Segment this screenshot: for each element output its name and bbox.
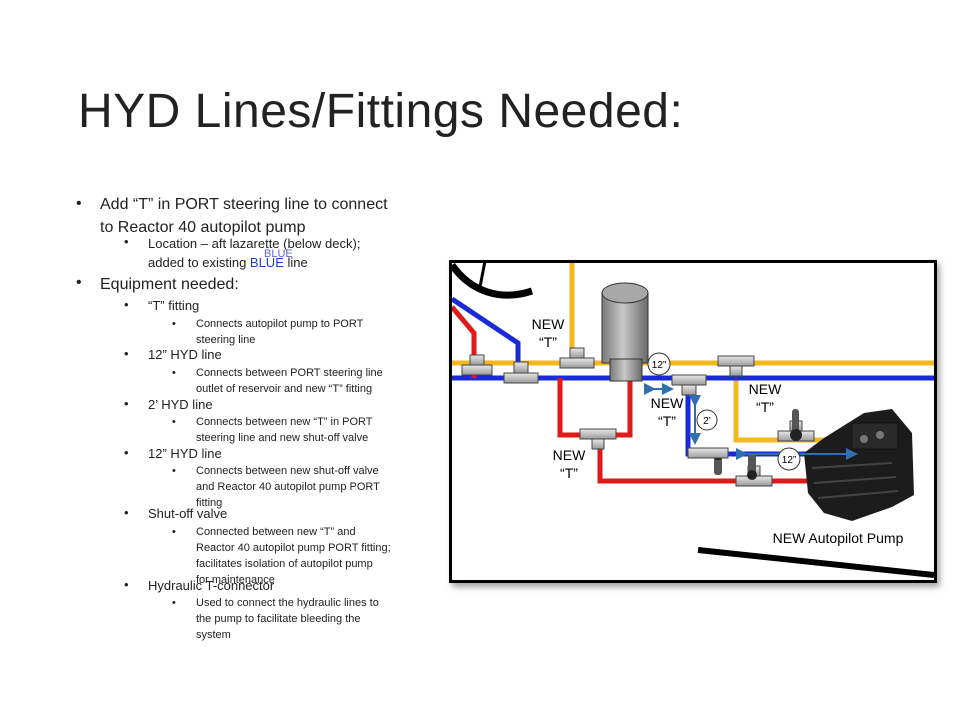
bullet-add-t-line1: Add “T” in PORT steering line to connect (100, 196, 388, 213)
dim-12-top-text: 12” (652, 360, 666, 371)
shutoff-valve (747, 453, 757, 480)
t-fitting (503, 361, 539, 384)
location-suffix: line (283, 255, 308, 270)
floor-line (697, 547, 934, 578)
dim-12-bottom-text: 12” (782, 455, 796, 466)
new-t-new: NEW (532, 316, 565, 332)
slide-title: HYD Lines/Fittings Needed: (78, 85, 684, 138)
item-desc-line: steering line (196, 334, 256, 346)
pump-label: NEW Autopilot Pump (773, 530, 904, 546)
item-desc-line: steering line and new shut-off valve (196, 432, 369, 444)
bullet-dot: • (124, 396, 129, 411)
blue-word: BLUE (249, 255, 284, 270)
bullet-dot: • (76, 274, 82, 291)
item-label: 12” HYD line (148, 446, 222, 461)
autopilot-pump (804, 409, 914, 521)
t-fitting (671, 374, 707, 396)
item-label: 2’ HYD line (148, 397, 213, 412)
bullet-dot: • (76, 195, 82, 212)
label-new-t-2: NEW “T” (651, 395, 684, 429)
item-desc-line: and Reactor 40 autopilot pump PORT (196, 481, 380, 493)
label-new-t-3: NEW “T” (749, 381, 782, 415)
new-t-quote: “T” (539, 334, 557, 350)
new-t-new: NEW (553, 447, 586, 463)
item-desc-line: Connects autopilot pump to PORT (196, 318, 364, 330)
label-new-t-1: NEW “T” (532, 316, 565, 350)
bullet-dot: • (172, 367, 176, 379)
item-desc-line: outlet of reservoir and new “T” fitting (196, 383, 373, 395)
dim-12-top-badge: 12” (647, 352, 671, 376)
bullet-list: • Add “T” in PORT steering line to conne… (0, 0, 440, 720)
location-line1: Location – aft lazarette (below deck); (148, 236, 361, 251)
bullet-dot: • (172, 526, 176, 538)
red-line-loop (557, 378, 633, 438)
label-new-t-4: NEW “T” (553, 447, 586, 481)
reservoir (601, 282, 649, 382)
wheel-spoke (478, 263, 487, 288)
item-desc-line: Connects between new shut-off valve (196, 465, 379, 477)
red-line-to-pump (597, 435, 872, 484)
item-label: “T” fitting (148, 298, 200, 313)
bullet-dot: • (172, 465, 176, 477)
item-desc-line: fitting (196, 497, 223, 509)
new-t-new: NEW (651, 395, 684, 411)
item-label: Hydraulic T-connector (148, 578, 275, 593)
t-fitting (717, 355, 755, 377)
bullet-dot: • (172, 597, 176, 609)
new-t-quote: “T” (756, 399, 774, 415)
item-desc-line: Reactor 40 autopilot pump PORT fitting; (196, 542, 391, 554)
new-t-new: NEW (749, 381, 782, 397)
bullet-add-t-line2: to Reactor 40 autopilot pump (100, 219, 306, 236)
location-line2: added to existing BLUE line (148, 255, 308, 270)
t-fitting (579, 428, 617, 450)
shutoff-valve (790, 409, 802, 441)
diagram-svg: 12” 2’ 12” NEW “T” NEW “T” NEW “T” NEW “… (452, 263, 934, 578)
dim-2-badge: 2’ (696, 409, 718, 431)
bullet-dot: • (124, 577, 129, 592)
blue-ghost-text: BLUE (264, 248, 293, 260)
item-desc-line: Used to connect the hydraulic lines to (196, 597, 379, 609)
item-desc-line: for maintenance (196, 574, 275, 586)
dim-2-text: 2’ (703, 416, 711, 427)
new-t-quote: “T” (658, 413, 676, 429)
bullet-dot: • (124, 346, 129, 361)
location-prefix: added to existing (148, 255, 250, 270)
item-desc-line: Connected between new “T” and (196, 526, 356, 538)
item-label: 12” HYD line (148, 347, 222, 362)
new-t-quote: “T” (560, 465, 578, 481)
item-label: Shut-off valve (148, 506, 228, 521)
bullet-dot: • (124, 445, 129, 460)
dim-12-bottom-badge: 12” (777, 447, 801, 471)
item-desc-line: Connects between PORT steering line (196, 367, 383, 379)
item-desc-line: Connects between new “T” in PORT (196, 416, 373, 428)
bullet-dot: • (172, 416, 176, 428)
item-desc-line: system (196, 629, 231, 641)
bullet-dot: • (124, 505, 129, 520)
equipment-heading: Equipment needed: (100, 276, 239, 293)
bullet-dot: • (172, 318, 176, 330)
steering-wheel (452, 263, 534, 299)
item-desc-line: facilitates isolation of autopilot pump (196, 558, 373, 570)
valve-body (687, 447, 729, 459)
bullet-dot: • (124, 297, 129, 312)
hydraulic-diagram: 12” 2’ 12” NEW “T” NEW “T” NEW “T” NEW “… (449, 260, 937, 583)
bullet-dot: • (124, 234, 129, 249)
t-fitting (461, 354, 493, 376)
t-fitting (559, 347, 595, 369)
item-desc-line: the pump to facilitate bleeding the (196, 613, 361, 625)
